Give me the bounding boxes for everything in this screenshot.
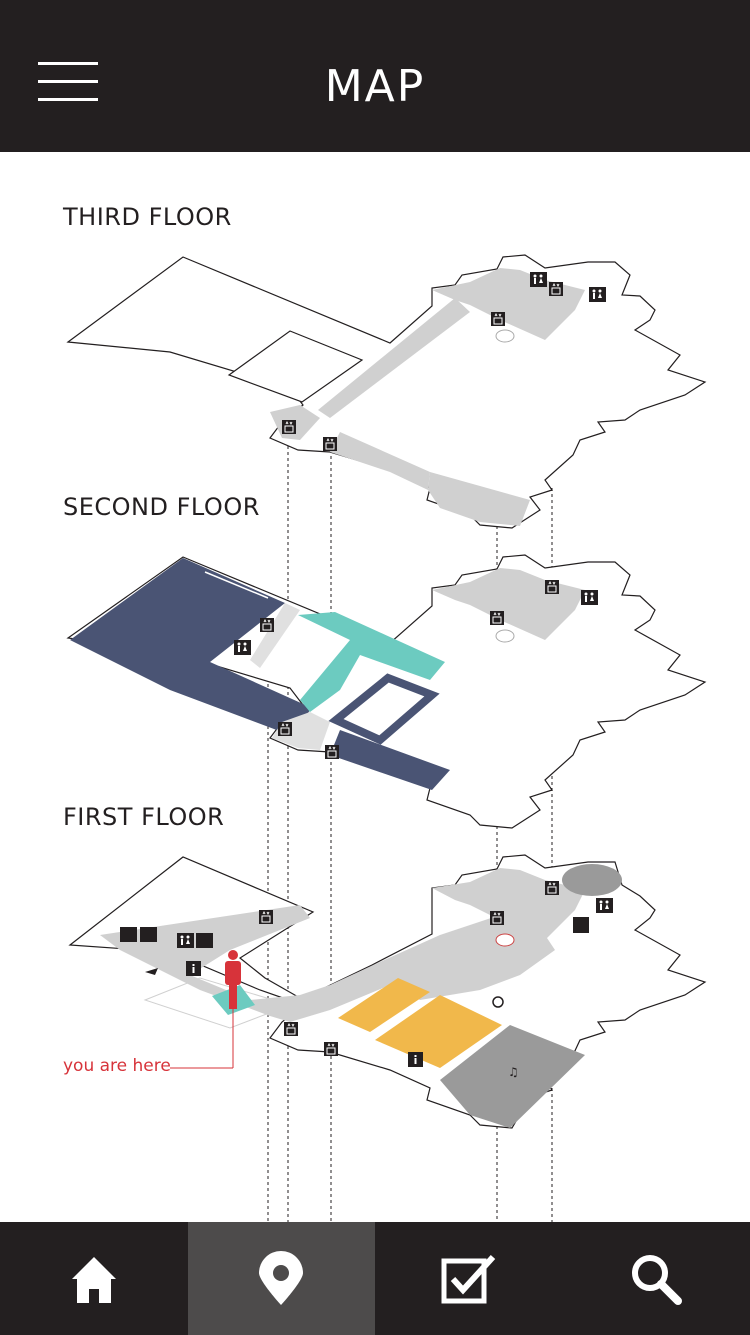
hamburger-menu-icon[interactable] bbox=[38, 62, 98, 102]
tab-search[interactable] bbox=[563, 1222, 750, 1335]
checkbox-icon bbox=[441, 1254, 495, 1303]
third-floor-plan[interactable] bbox=[66, 254, 707, 529]
tab-map[interactable] bbox=[187, 1222, 375, 1335]
tab-checklist[interactable] bbox=[375, 1222, 563, 1335]
search-icon bbox=[632, 1254, 683, 1305]
floor-label-first: FIRST FLOOR bbox=[63, 803, 225, 831]
top-bar: MAP bbox=[0, 0, 750, 152]
page-title: MAP bbox=[324, 61, 426, 112]
you-are-here-label: you are here bbox=[63, 1056, 171, 1076]
home-icon bbox=[71, 1256, 116, 1303]
bottom-tab-bar bbox=[0, 1222, 750, 1335]
location-pin-icon bbox=[259, 1250, 304, 1305]
floor-label-third: THIRD FLOOR bbox=[63, 203, 232, 231]
tab-home[interactable] bbox=[0, 1222, 188, 1335]
first-floor-plan[interactable]: ♫ bbox=[68, 854, 707, 1129]
floor-map[interactable]: ♫ bbox=[0, 0, 750, 1222]
floor-label-second: SECOND FLOOR bbox=[63, 493, 260, 521]
svg-text:♫: ♫ bbox=[508, 1065, 519, 1079]
second-floor-plan[interactable] bbox=[66, 554, 707, 829]
you-are-here-person-icon bbox=[170, 950, 241, 1069]
